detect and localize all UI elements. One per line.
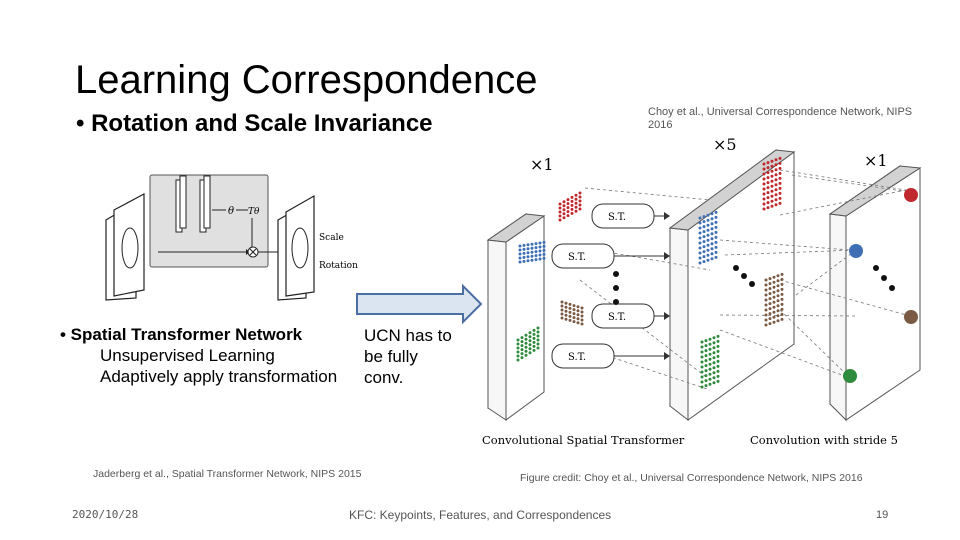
stn-figure: θ Tθ Scale Rotation [105, 174, 358, 301]
st-label: S.T. [568, 352, 586, 363]
footer-center: KFC: Keypoints, Features, and Correspond… [349, 508, 612, 522]
dot-patches [516, 156, 784, 389]
st-patch-red [558, 191, 582, 222]
stn-output-slab [277, 194, 315, 301]
conv-patch-red [762, 156, 782, 211]
st-box-2: S.T. [551, 243, 670, 269]
x5-label: ×5 [713, 135, 737, 154]
stn-input-slab [105, 193, 145, 301]
st-patch-green [516, 326, 540, 362]
ucn-right-slab [828, 165, 922, 422]
stn-bullet-line1: Unsupervised Learning [100, 346, 275, 365]
stn-scale-label: Scale [319, 233, 344, 243]
figure-credit: Figure credit: Choy et al., Universal Co… [520, 472, 863, 484]
slide-title: Learning Correspondence [75, 58, 538, 102]
output-point-brown [904, 310, 918, 324]
stn-bullet-title: • Spatial Transformer Network [60, 325, 303, 344]
ucn-note-line1: UCN has to [364, 326, 452, 345]
ucn-left-slab [486, 213, 546, 421]
transition-arrow-icon [356, 283, 483, 325]
stn-t-label: Tθ [248, 207, 260, 217]
st-label: S.T. [608, 212, 626, 223]
ellipsis-dots [613, 265, 895, 305]
ucn-figure: ×1 ×5 ×1 S.T [482, 135, 922, 447]
output-point-blue [849, 244, 863, 258]
st-label: S.T. [568, 252, 586, 263]
conv-patch-blue [698, 210, 718, 265]
page-number: 19 [876, 509, 889, 521]
ucn-note: UCN has to be fully conv. [364, 325, 452, 388]
conv-patch-brown [764, 272, 784, 327]
st-patch-blue [518, 240, 546, 264]
stn-layers [175, 175, 211, 233]
citation-left: Jaderberg et al., Spatial Transformer Ne… [93, 468, 362, 480]
output-point-green [843, 369, 857, 383]
caption-right: Convolution with stride 5 [750, 433, 898, 447]
st-box-4: S.T. [551, 343, 670, 369]
stn-bullet-block: • Spatial Transformer Network Unsupervis… [60, 324, 337, 387]
stn-rotation-label: Rotation [319, 261, 358, 271]
st-box-3: S.T. [591, 303, 670, 329]
st-label: S.T. [608, 312, 626, 323]
ucn-dashed-connections [579, 169, 911, 391]
output-point-red [904, 188, 918, 202]
stn-bullet-line2: Adaptively apply transformation [100, 367, 338, 386]
st-box-1: S.T. [591, 203, 670, 229]
x1-left-label: ×1 [530, 155, 554, 174]
stn-theta-label: θ [228, 206, 234, 217]
footer-date: 2020/10/28 [72, 508, 139, 521]
st-patch-brown [560, 300, 584, 326]
conv-patch-green [700, 334, 720, 389]
ucn-note-line2: be fully [364, 347, 418, 366]
caption-left: Convolutional Spatial Transformer [482, 433, 685, 447]
main-bullet: • Rotation and Scale Invariance [76, 110, 433, 137]
x1-right-label: ×1 [864, 151, 888, 170]
citation-top: Choy et al., Universal Correspondence Ne… [648, 106, 913, 131]
ucn-note-line3: conv. [364, 368, 404, 387]
